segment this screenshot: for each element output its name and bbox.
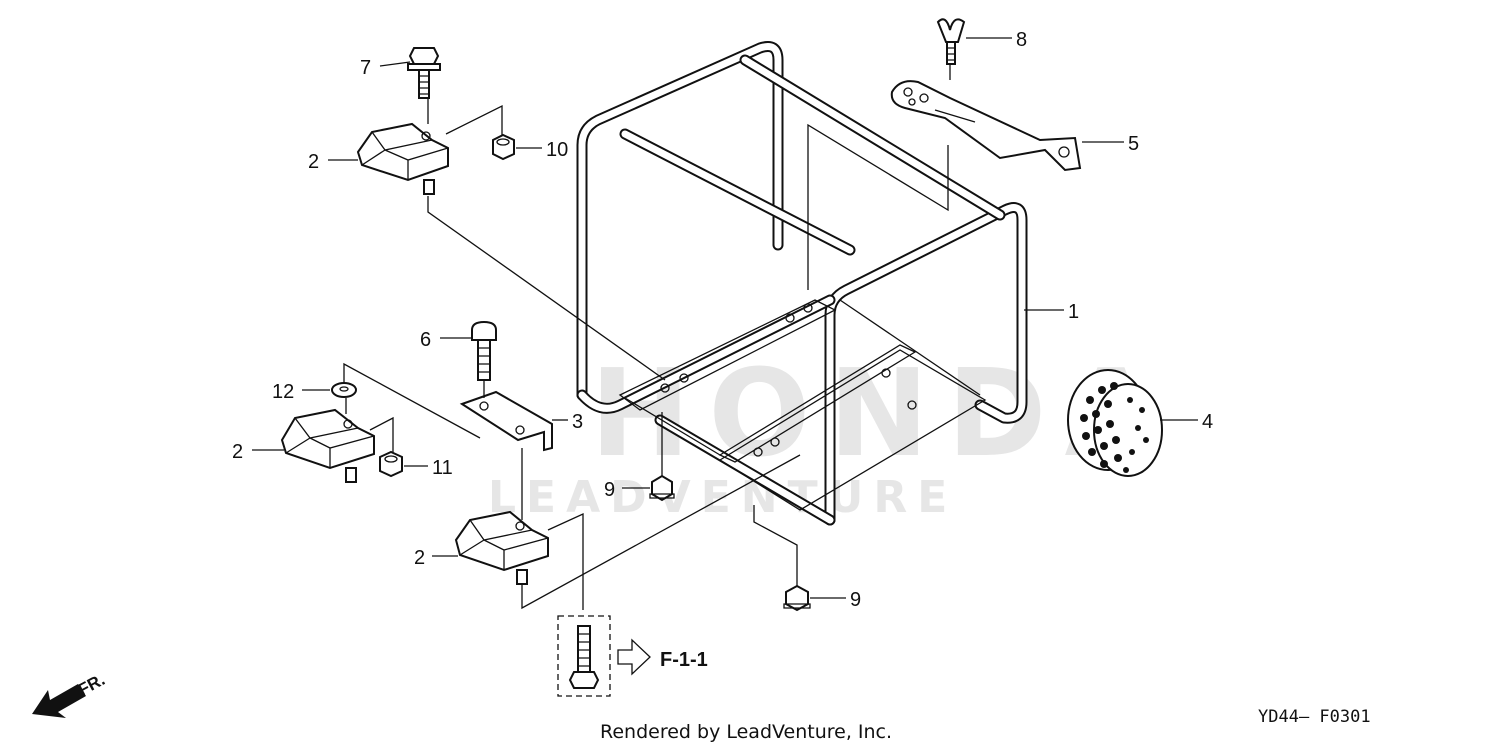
strap[interactable]: [890, 80, 1082, 172]
callout-2-middle: 2: [232, 441, 243, 463]
callout-2-lower: 2: [414, 547, 425, 569]
bolt-7[interactable]: [407, 47, 441, 99]
assembly-lines: [343, 64, 951, 610]
reference-arrow: [617, 638, 651, 676]
callout-7: 7: [360, 57, 371, 79]
credit-text: Rendered by LeadVenture, Inc.: [600, 721, 892, 743]
diagram-code: YD44— F0301: [1258, 707, 1371, 727]
mount-upper[interactable]: [356, 122, 449, 195]
reference-label[interactable]: F-1-1: [660, 649, 708, 671]
front-arrow-icon: [32, 684, 86, 718]
mount-middle[interactable]: [280, 408, 375, 483]
front-marker: FR.: [32, 670, 108, 718]
nut-9-lower[interactable]: [783, 584, 811, 612]
wheel[interactable]: [1067, 369, 1163, 477]
callout-6: 6: [420, 329, 431, 351]
callouts: 7 2 10 8 5 1 4 6 12 2 11 3 2 9 9: [232, 29, 1213, 611]
watermark: HONDA LEADVENTURE: [488, 345, 1157, 523]
callout-3: 3: [572, 411, 583, 433]
callout-11: 11: [432, 457, 453, 479]
wing-bolt[interactable]: [936, 18, 966, 65]
callout-10: 10: [546, 139, 568, 161]
bracket[interactable]: [459, 390, 553, 452]
callout-4: 4: [1202, 411, 1213, 433]
nut-11[interactable]: [379, 450, 403, 478]
frame[interactable]: [576, 41, 1028, 526]
callout-12: 12: [272, 381, 294, 403]
leader-lines: [252, 37, 1198, 599]
callout-9-lower: 9: [850, 589, 861, 611]
callout-5: 5: [1128, 133, 1139, 155]
washer-12[interactable]: [331, 382, 357, 398]
reference-box: [557, 615, 611, 697]
watermark-company: LEADVENTURE: [488, 472, 957, 523]
callout-2-upper: 2: [308, 151, 319, 173]
callout-1: 1: [1068, 301, 1079, 323]
bolt-6[interactable]: [471, 320, 497, 381]
callout-9-upper: 9: [604, 479, 615, 501]
nut-10[interactable]: [492, 133, 515, 161]
callout-8: 8: [1016, 29, 1027, 51]
